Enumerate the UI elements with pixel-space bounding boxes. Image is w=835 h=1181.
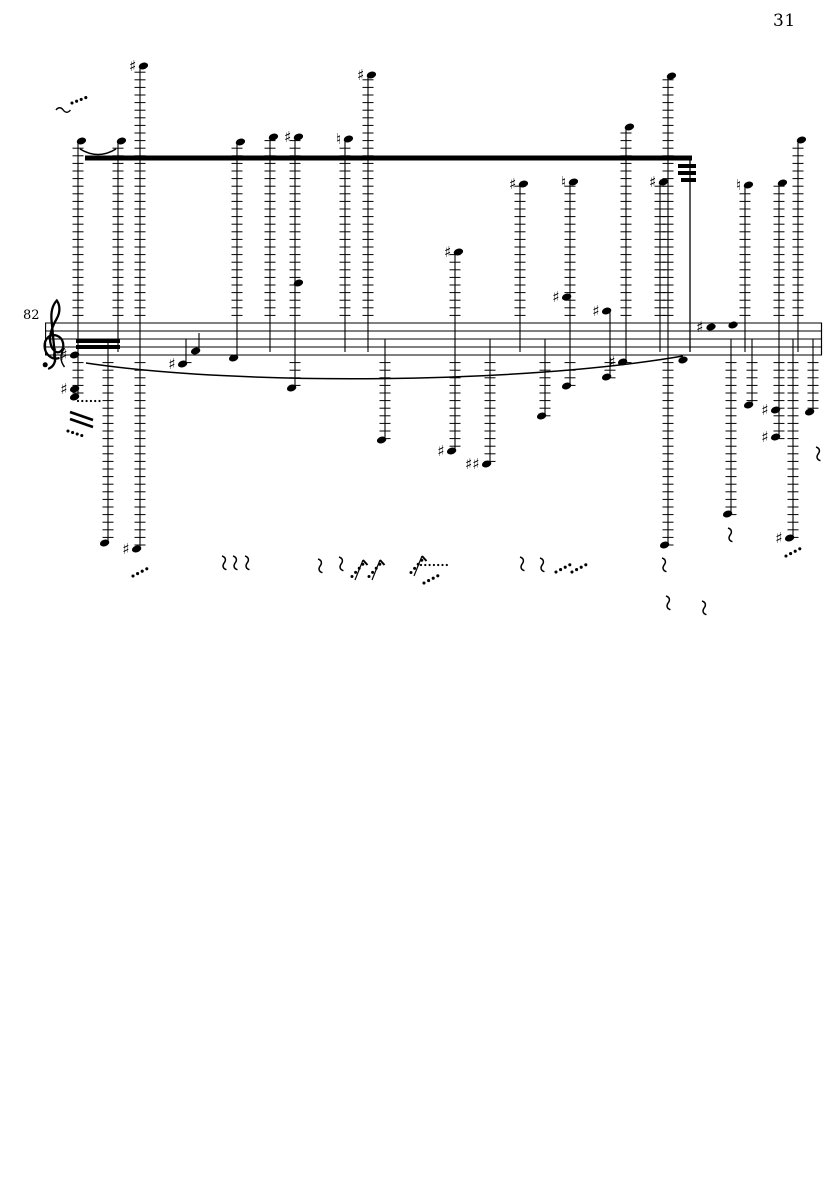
svg-text:♯: ♯ [284, 128, 291, 146]
svg-text:♯: ♯ [552, 288, 559, 306]
ornament-squig_v [701, 600, 707, 616]
standalone-head: ♯ [696, 318, 716, 336]
slur [79, 148, 117, 156]
ornament-squig_h [55, 107, 71, 113]
note-column: ♯♯ [465, 339, 496, 473]
svg-text:♯: ♯ [60, 380, 67, 398]
ornament-squig_v [727, 527, 733, 543]
note-column: ♯♯ [761, 179, 788, 446]
note-column: ♯ [608, 123, 635, 371]
note-column [228, 138, 246, 362]
svg-text:♯: ♯ [444, 243, 451, 261]
note-column [722, 339, 737, 518]
note-column [264, 133, 279, 352]
page-number: 31 [773, 11, 796, 31]
ornament-dots4 [66, 429, 84, 438]
note-column: ♮ [736, 176, 754, 352]
note-column [743, 339, 758, 409]
ornament-grace [350, 559, 369, 581]
svg-text:♮: ♮ [736, 176, 741, 194]
note-column: ♯ [509, 175, 529, 352]
ornament-dots4 [131, 567, 149, 578]
svg-text:♯: ♯ [761, 401, 768, 419]
slur [85, 355, 684, 380]
treble-clef [42, 298, 65, 370]
ornament-squig_v [338, 556, 344, 572]
ornament-dots_row [419, 563, 448, 567]
note-column: ♯ [357, 66, 377, 352]
note-column: ♯ [284, 128, 304, 392]
note-column: ♯♯ [437, 243, 464, 460]
ornament-squig_v [665, 595, 671, 611]
ornament-dots4 [422, 574, 440, 585]
beam [678, 171, 696, 175]
note-column [792, 136, 807, 352]
staff [45, 322, 822, 356]
svg-text:♮: ♮ [561, 173, 566, 191]
ornament-squig_v [317, 558, 323, 574]
beam [85, 155, 692, 161]
note-column: ♯ [775, 339, 799, 547]
ornament-dots4 [554, 563, 572, 574]
ornament-squig_v [244, 555, 250, 571]
note-column: ♯♯ [122, 57, 149, 558]
note-column [536, 339, 551, 420]
svg-text:♯: ♯ [509, 175, 516, 193]
svg-text:♯: ♯ [122, 540, 129, 558]
svg-text:♯: ♯ [437, 442, 444, 460]
svg-text:♮: ♮ [336, 130, 341, 148]
svg-text:♯: ♯ [357, 66, 364, 84]
note-column: ♯(♯ [52, 137, 87, 401]
beam [76, 345, 120, 349]
ornament-dots4 [570, 563, 588, 574]
ornament-slash [69, 410, 94, 422]
ornament-squig_v [232, 555, 238, 571]
svg-text:♯: ♯ [696, 318, 703, 336]
ornament-dots4 [70, 96, 88, 105]
ornament-grace [409, 555, 428, 577]
ornament-squig_v [519, 556, 525, 572]
ornament-grace [367, 559, 386, 581]
ornament-squig_v [539, 557, 545, 573]
beam [76, 339, 120, 343]
svg-text:♯: ♯ [608, 353, 615, 371]
note-column [190, 333, 201, 355]
svg-text:♯♯: ♯♯ [465, 455, 480, 473]
note-column: ♮ [336, 130, 354, 352]
note-column [659, 72, 677, 549]
ornament-squig_v [221, 555, 227, 571]
ornament-slash [69, 417, 94, 429]
svg-text:♯: ♯ [649, 173, 656, 191]
note-column [99, 339, 114, 547]
svg-text:♯: ♯ [168, 355, 175, 373]
svg-text:♯: ♯ [129, 57, 136, 75]
note-column [112, 137, 127, 352]
note-column: ♮♯ [552, 173, 579, 390]
svg-text:♯: ♯ [761, 428, 768, 446]
note-column: ♯ [168, 339, 192, 373]
ornament-dots4 [784, 547, 802, 558]
standalone-head [728, 321, 738, 329]
standalone-head [678, 356, 688, 364]
slur [60, 347, 66, 368]
ornament-squig_v [661, 557, 667, 573]
svg-text:(: ( [52, 346, 58, 364]
beam [681, 178, 696, 182]
svg-text:♯: ♯ [592, 302, 599, 320]
ornament-squig_v [815, 446, 821, 462]
note-column [804, 339, 819, 416]
ornament-dots_row [76, 399, 101, 403]
svg-text:♯: ♯ [60, 346, 67, 364]
svg-text:♯: ♯ [775, 529, 782, 547]
beam [678, 164, 696, 168]
note-column: ♯ [592, 302, 616, 381]
measure-number: 82 [23, 308, 40, 323]
